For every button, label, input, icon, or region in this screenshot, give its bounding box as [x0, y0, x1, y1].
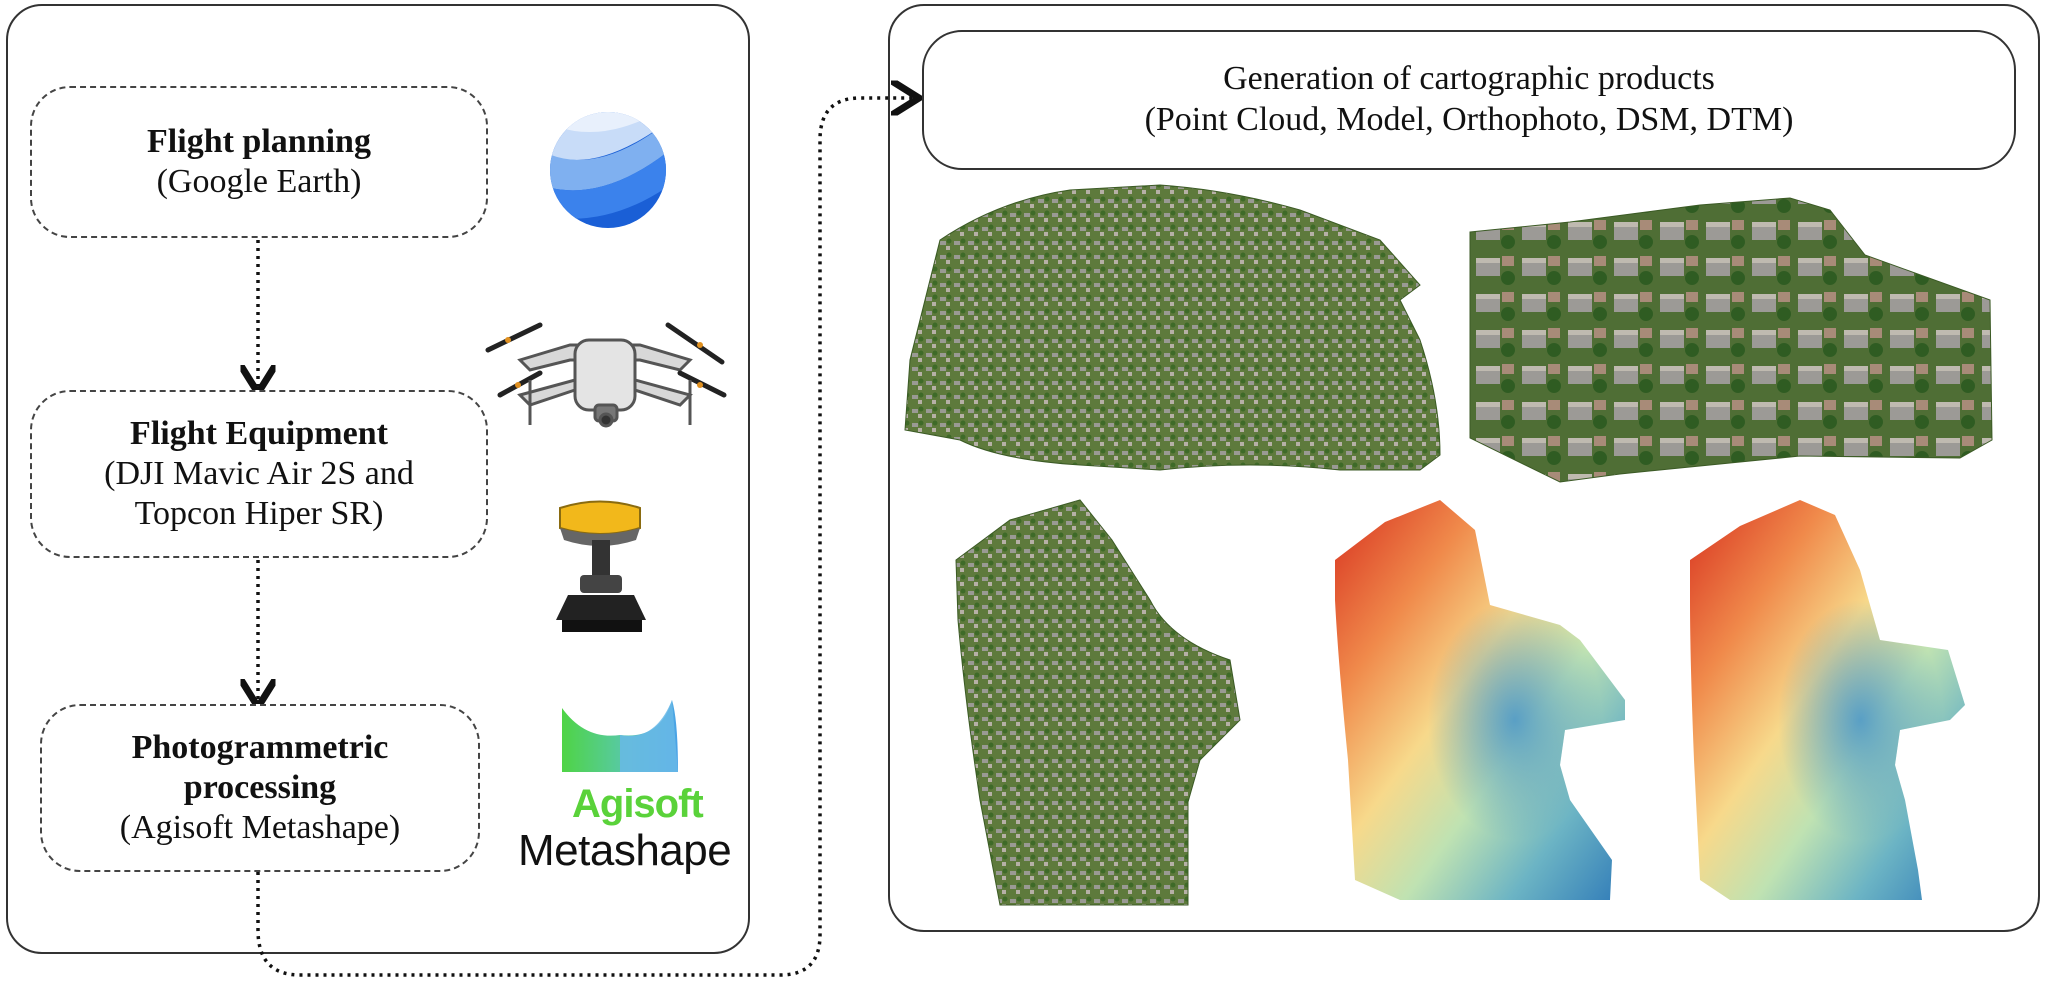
products-title-box: Generation of cartographic products (Poi…: [922, 30, 2016, 170]
workflow-panel: [6, 4, 750, 954]
3d-model-image: [1469, 197, 1993, 483]
flight-equipment-title: Flight Equipment: [130, 414, 388, 452]
flight-equipment-box: Flight Equipment (DJI Mavic Air 2S and T…: [30, 390, 488, 558]
flight-equipment-line2: (DJI Mavic Air 2S and: [104, 454, 414, 492]
point-cloud-image: [904, 184, 1441, 471]
products-panel: [888, 4, 2040, 932]
processing-title-1: Photogrammetric: [131, 728, 389, 766]
processing-subtitle: (Agisoft Metashape): [119, 809, 401, 847]
flight-planning-subtitle: (Google Earth): [156, 163, 362, 200]
products-title-line2: (Point Cloud, Model, Orthophoto, DSM, DT…: [1144, 101, 1794, 138]
flight-planning-title: Flight planning: [147, 122, 371, 160]
flight-planning-box: Flight planning (Google Earth): [30, 86, 488, 238]
processing-title-2: processing: [183, 768, 337, 806]
flight-equipment-line3: Topcon Hiper SR): [134, 495, 384, 533]
photogrammetric-processing-box: Photogrammetric processing (Agisoft Meta…: [40, 704, 480, 872]
orthophoto-image: [955, 499, 1241, 906]
metashape-logo-text: Metashape: [518, 826, 732, 875]
agisoft-logo-text: Agisoft: [572, 782, 704, 826]
products-title-line1: Generation of cartographic products: [1223, 60, 1715, 98]
